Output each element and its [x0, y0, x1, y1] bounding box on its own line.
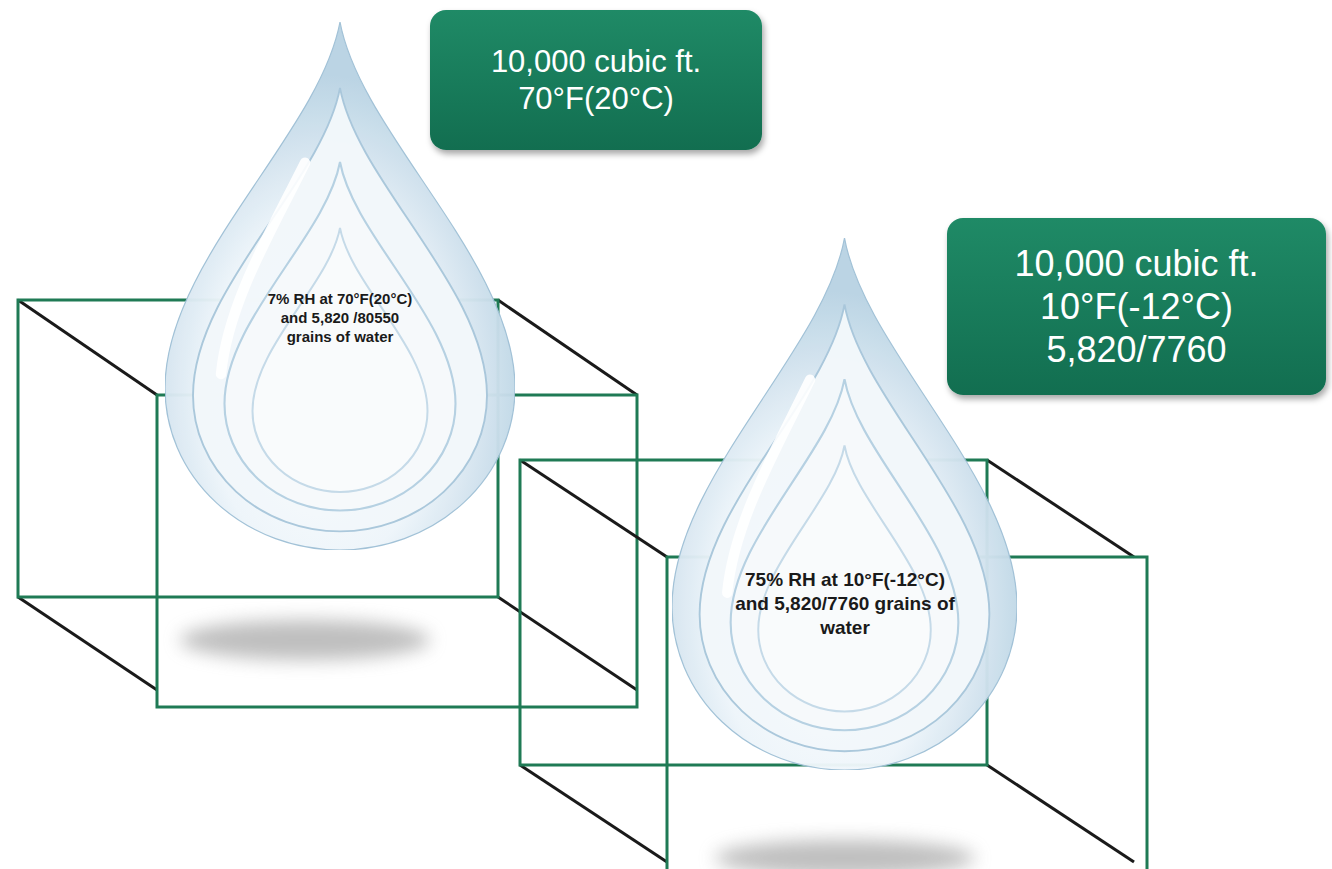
banner-text: 70°F(20°C) — [518, 80, 674, 117]
water-drop — [672, 238, 1017, 770]
drop-text: 7% RH at 70°F(20°C) and 5,820 /80550 gra… — [260, 290, 420, 346]
drop-shadow — [180, 620, 430, 660]
title-banner: 10,000 cubic ft.10°F(-12°C)5,820/7760 — [947, 218, 1326, 395]
title-banner: 10,000 cubic ft.70°F(20°C) — [430, 10, 762, 150]
banner-text: 10,000 cubic ft. — [1014, 242, 1258, 285]
drop-text: 75% RH at 10°F(-12°C) and 5,820/7760 gra… — [734, 568, 956, 639]
banner-text: 10°F(-12°C) — [1040, 285, 1233, 328]
water-drop — [165, 22, 515, 550]
banner-text: 10,000 cubic ft. — [491, 43, 701, 80]
water-drop-node: 75% RH at 10°F(-12°C) and 5,820/7760 gra… — [672, 238, 1017, 770]
drop-shadow — [715, 840, 975, 869]
water-drop-node: 7% RH at 70°F(20°C) and 5,820 /80550 gra… — [165, 22, 515, 550]
banner-text: 5,820/7760 — [1046, 328, 1226, 371]
